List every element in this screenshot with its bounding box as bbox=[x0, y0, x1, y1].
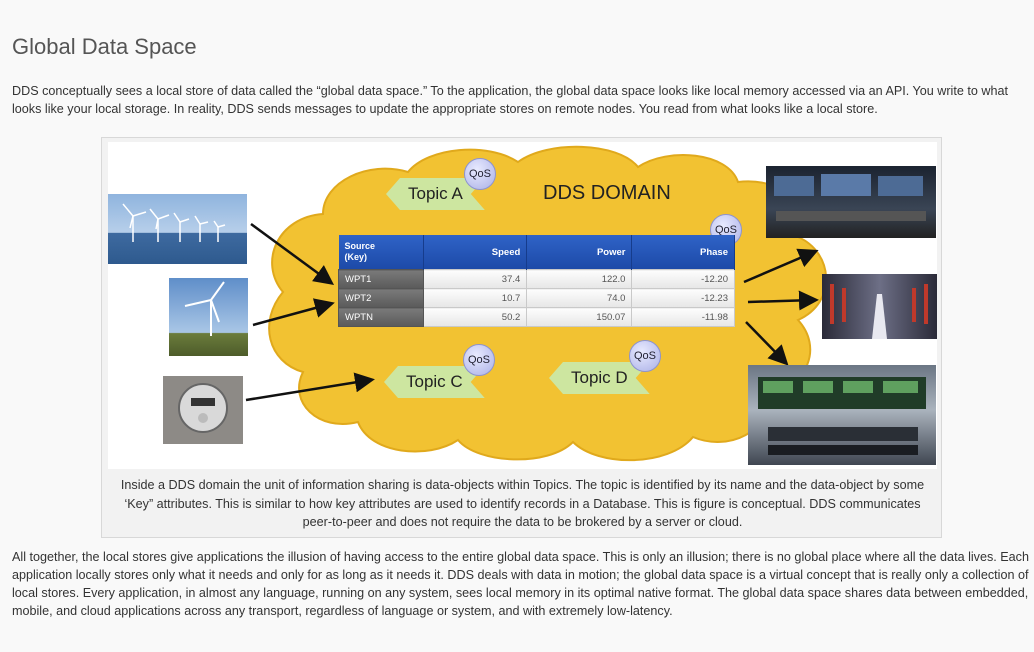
cell-phase: -12.20 bbox=[631, 269, 735, 289]
table-row: WPTN 50.2 150.07 -11.98 bbox=[338, 307, 735, 327]
header-key: Source (Key) bbox=[338, 235, 424, 270]
smart-meter-photo bbox=[163, 376, 243, 444]
page-title: Global Data Space bbox=[12, 34, 197, 59]
arrow-out-3 bbox=[745, 321, 789, 366]
cell-key: WPT1 bbox=[338, 269, 424, 289]
arrow-out-2 bbox=[747, 290, 819, 311]
header-key-line1: Source bbox=[344, 241, 376, 251]
qos-badge: QoS bbox=[629, 340, 661, 372]
data-center-photo bbox=[822, 274, 937, 339]
cell-phase: -11.98 bbox=[631, 307, 735, 327]
table-row: WPT2 10.7 74.0 -12.23 bbox=[338, 288, 735, 308]
wind-farm-photo bbox=[108, 194, 247, 264]
figure-caption: Inside a DDS domain the unit of informat… bbox=[120, 478, 925, 529]
header-key-line2: (Key) bbox=[344, 252, 368, 262]
control-room-photo bbox=[766, 166, 936, 238]
dds-domain-diagram: DDS DOMAIN Topic A Topic C Topic D QoS Q… bbox=[108, 142, 937, 469]
arrow-in-1 bbox=[250, 222, 335, 285]
cell-phase: -12.23 bbox=[631, 288, 735, 308]
qos-badge: QoS bbox=[463, 344, 495, 376]
qos-badge: QoS bbox=[464, 158, 496, 190]
operations-center-photo bbox=[748, 365, 936, 465]
arrow-in-3 bbox=[245, 372, 375, 402]
table-header-row: Source (Key) Speed Power Phase bbox=[338, 235, 735, 270]
dds-domain-label: DDS DOMAIN bbox=[543, 182, 671, 204]
cell-speed: 50.2 bbox=[422, 307, 528, 327]
cell-power: 122.0 bbox=[526, 269, 633, 289]
cell-speed: 37.4 bbox=[422, 269, 528, 289]
cell-speed: 10.7 bbox=[422, 288, 528, 308]
closing-paragraph: All together, the local stores give appl… bbox=[12, 550, 1029, 618]
header-power: Power bbox=[526, 235, 633, 270]
data-table: Source (Key) Speed Power Phase WPT1 37.4… bbox=[338, 235, 735, 327]
header-speed: Speed bbox=[423, 235, 528, 270]
intro-paragraph: DDS conceptually sees a local store of d… bbox=[12, 84, 1008, 116]
cell-power: 74.0 bbox=[526, 288, 633, 308]
arrow-in-2 bbox=[252, 298, 335, 327]
table-row: WPT1 37.4 122.0 -12.20 bbox=[338, 269, 735, 289]
wind-turbine-photo bbox=[169, 278, 248, 356]
header-phase: Phase bbox=[631, 235, 735, 270]
arrow-out-1 bbox=[743, 248, 819, 284]
cell-key: WPTN bbox=[338, 307, 424, 327]
figure: DDS DOMAIN Topic A Topic C Topic D QoS Q… bbox=[101, 137, 942, 538]
cell-power: 150.07 bbox=[526, 307, 633, 327]
cell-key: WPT2 bbox=[338, 288, 424, 308]
